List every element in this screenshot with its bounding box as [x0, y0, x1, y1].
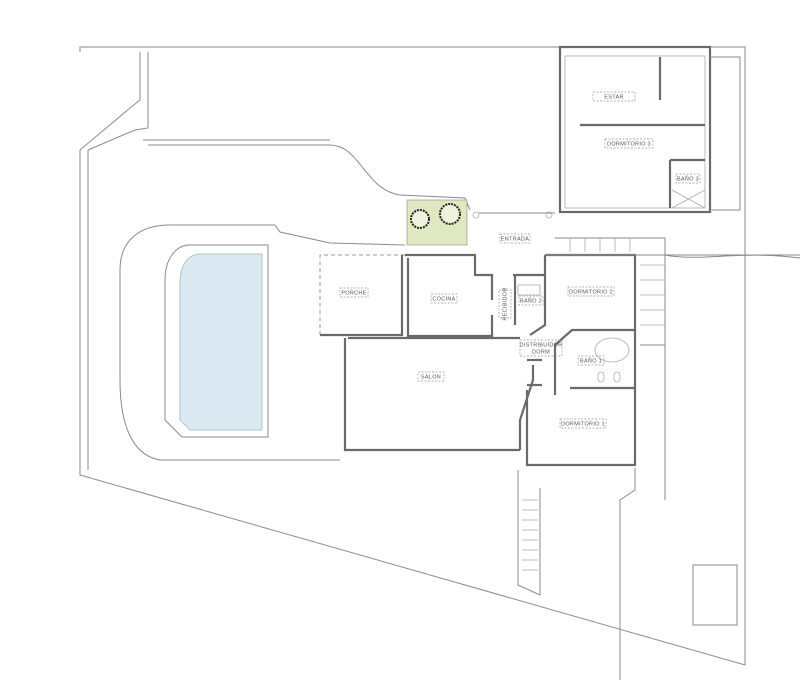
main-house	[319, 237, 800, 680]
room-label-salon: SALON	[421, 374, 441, 380]
parking-slab	[692, 564, 738, 626]
room-label-estar: ESTAR	[604, 94, 623, 100]
garden-planter	[406, 199, 555, 246]
tree-icon	[410, 209, 430, 229]
stairs-upper	[555, 237, 666, 346]
room-label-entrada: ENTRADA	[501, 236, 529, 242]
room-label-cocina: COCINA	[432, 296, 455, 302]
pool-area	[119, 224, 406, 461]
room-label-porche: PORCHE	[341, 290, 366, 296]
plot-boundary	[79, 46, 746, 666]
room-label-dormitorio-1: DORMITORIO 1	[561, 421, 605, 427]
room-label-recibidor: RECIBIDOR	[502, 287, 508, 320]
room-label-dormitorio-3: DORMITORIO 3	[607, 141, 651, 147]
room-label-bano-3: BAÑO 3	[677, 175, 699, 182]
room-label-dormitorio-2: DORMITORIO 2	[569, 289, 613, 295]
tree-icon	[439, 203, 461, 225]
room-label-bano-2: BAÑO 2	[520, 297, 542, 304]
stairs-lower	[522, 499, 538, 571]
annex-building	[558, 45, 741, 214]
pool-water	[179, 253, 263, 431]
room-label-bano-1: BAÑO 1	[580, 357, 602, 364]
room-label-distribuidor-dorm: DORM	[532, 349, 550, 355]
room-label-distribuidor: DISTRIBUIDOR	[519, 342, 562, 348]
room-labels: ESTAR DORMITORIO 3 BAÑO 3 ENTRADA PORCHE…	[339, 91, 701, 429]
